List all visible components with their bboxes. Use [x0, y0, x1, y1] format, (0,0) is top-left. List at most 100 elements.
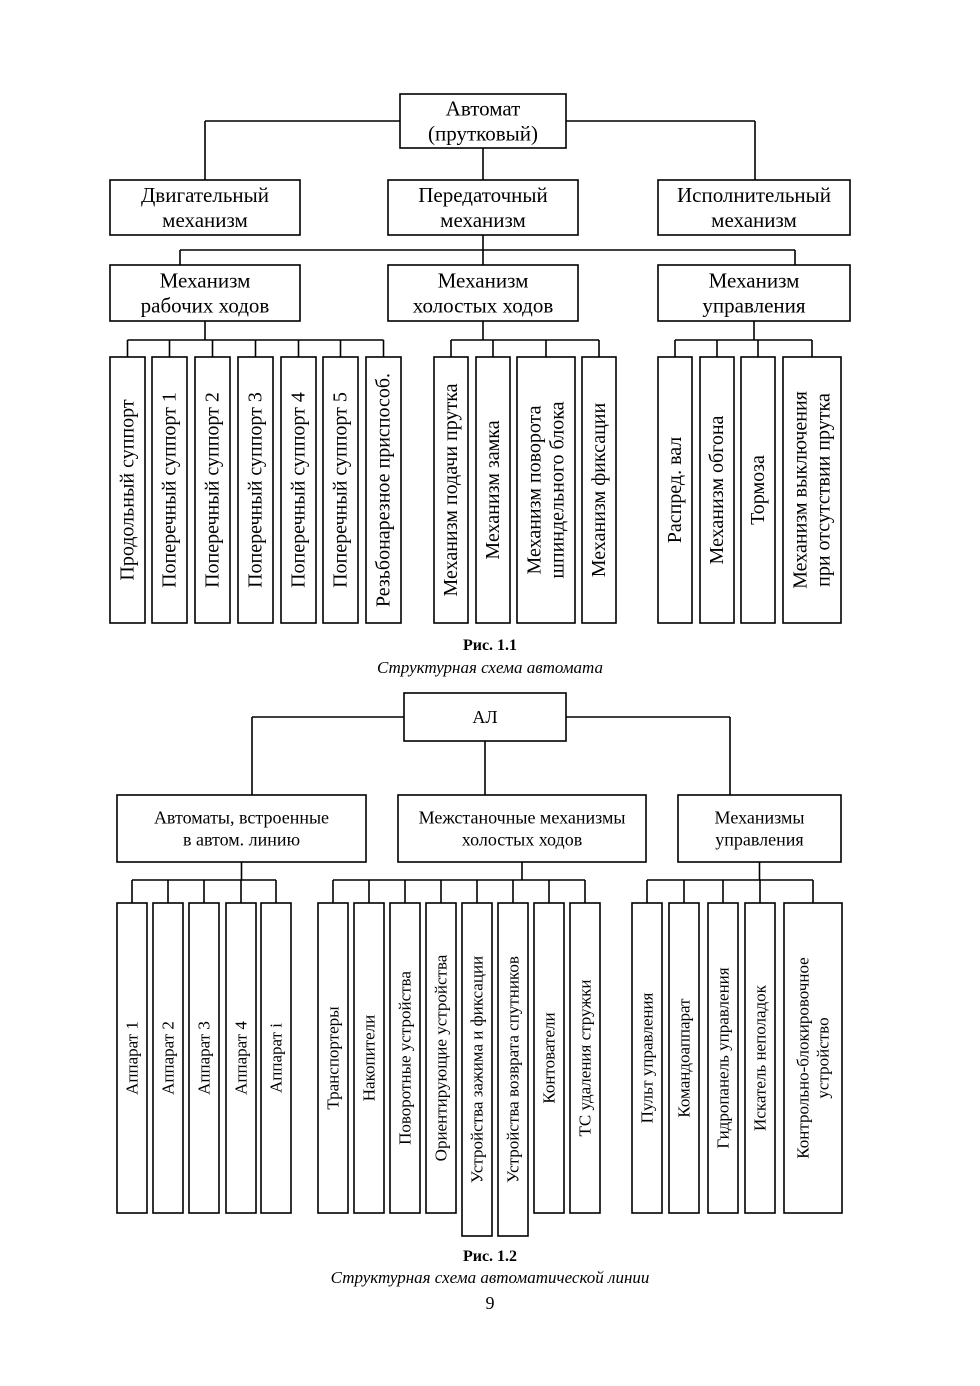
- fig2-leaf-label: Накопители: [360, 1015, 379, 1101]
- fig1-level2-node-label: рабочих ходов: [141, 294, 270, 318]
- fig1-leaf-label: Механизм поворота: [524, 405, 546, 574]
- fig2-leaf-label: Аппарат 2: [159, 1021, 178, 1095]
- figure-2-caption: Структурная схема автоматической линии: [330, 1268, 650, 1287]
- fig2-leaf-box: [668, 902, 700, 1214]
- fig2-level1-node-label: холостых ходов: [462, 829, 582, 849]
- fig1-level1-node-label: механизм: [162, 208, 248, 232]
- fig1-leaf-label: при отсутствии прутка: [813, 393, 835, 587]
- figure-1-caption: Структурная схема автомата: [376, 658, 604, 677]
- fig1-leaf-box: [109, 356, 146, 624]
- fig2-leaf-box: [783, 902, 843, 1214]
- fig1-level2-node-label: холостых ходов: [413, 294, 554, 318]
- fig1-leaf-box: [699, 356, 735, 624]
- fig2-leaf-box: [317, 902, 349, 1214]
- fig2-leaf-label: Ориентирующие устройства: [432, 954, 451, 1161]
- fig2-leaf-label: Искатель неполадок: [751, 984, 770, 1131]
- fig2-leaf-label: Поворотные устройства: [396, 971, 415, 1145]
- fig2-leaf-label: Аппарат i: [267, 1023, 286, 1093]
- fig1-level2-node-box: [109, 264, 301, 322]
- figure-1-diagram: Автомат(прутковый)ДвигательныймеханизмПе…: [109, 93, 851, 624]
- fig1-leaf-label: Поперечный суппорт 2: [202, 392, 224, 588]
- fig2-leaf-box: [389, 902, 421, 1214]
- fig2-leaf-label: Командоаппарат: [675, 998, 694, 1118]
- fig1-leaf-label: Тормоза: [747, 455, 769, 525]
- fig1-leaf-label: Механизм выключения: [790, 391, 812, 589]
- fig1-leaf-label: Поперечный суппорт 1: [159, 392, 181, 588]
- fig2-level1-node-label: Межстаночные механизмы: [419, 808, 626, 828]
- fig2-level1-node-label: Автоматы, встроенные: [154, 808, 329, 828]
- fig2-leaf-label: Контователи: [540, 1012, 559, 1103]
- fig1-level2-node-box: [657, 264, 851, 322]
- fig1-leaf-box: [365, 356, 402, 624]
- fig1-level1-node-box: [657, 179, 851, 236]
- fig1-leaf-box: [782, 356, 842, 624]
- fig2-leaf-label: Транспортеры: [324, 1006, 343, 1110]
- fig1-level1-node-label: Двигательный: [141, 183, 269, 207]
- fig1-level2-node-label: Механизм: [160, 268, 251, 292]
- fig1-level2-node-box: [387, 264, 579, 322]
- fig1-leaf-box: [433, 356, 469, 624]
- fig1-leaf-label: Продольный суппорт: [117, 399, 139, 580]
- fig1-leaf-label: Механизм фиксации: [588, 403, 610, 578]
- fig2-leaf-label: устройство: [813, 1017, 832, 1098]
- fig1-leaf-box: [740, 356, 776, 624]
- fig2-leaf-box: [225, 902, 257, 1214]
- fig2-leaf-box: [116, 902, 148, 1214]
- fig2-leaf-label: Устройства зажима и фиксации: [468, 956, 487, 1183]
- fig2-leaf-box: [188, 902, 220, 1214]
- fig1-leaf-box: [151, 356, 188, 624]
- fig2-leaf-label: Устройства возврата спутников: [504, 956, 523, 1183]
- fig1-leaf-box: [237, 356, 274, 624]
- fig1-level2-node-label: управления: [702, 294, 805, 318]
- fig2-leaf-box: [707, 902, 739, 1214]
- fig1-leaf-box: [322, 356, 359, 624]
- fig1-leaf-box: [657, 356, 693, 624]
- fig2-level1-node-box: [397, 794, 647, 863]
- fig1-leaf-label: Распред. вал: [664, 437, 686, 544]
- fig2-level1-node-box: [677, 794, 842, 863]
- fig1-leaf-label: шпиндельного блока: [547, 401, 569, 578]
- fig1-leaf-box: [581, 356, 617, 624]
- fig2-level1-node-box: [116, 794, 367, 863]
- fig1-level1-node-box: [109, 179, 301, 236]
- fig1-leaf-label: Резьбонарезное приспособ.: [373, 373, 395, 607]
- fig2-leaf-box: [353, 902, 385, 1214]
- fig1-leaf-box: [475, 356, 511, 624]
- fig1-level1-node-label: Передаточный: [418, 183, 548, 207]
- fig1-leaf-label: Поперечный суппорт 5: [330, 392, 352, 588]
- fig2-leaf-box: [744, 902, 776, 1214]
- fig2-root-label: АЛ: [472, 707, 497, 727]
- fig1-root-box: [399, 93, 567, 149]
- fig2-leaf-box: [631, 902, 663, 1214]
- fig2-leaf-label: Гидропанель управления: [714, 967, 733, 1148]
- fig1-level2-node-label: Механизм: [438, 268, 529, 292]
- page-number: 9: [485, 1293, 495, 1313]
- fig1-level2-node-label: Механизм: [709, 268, 800, 292]
- fig1-root-label: Автомат: [446, 96, 521, 120]
- fig1-leaf-box: [194, 356, 231, 624]
- fig2-leaf-box: [533, 902, 565, 1214]
- fig2-leaf-box: [497, 902, 529, 1237]
- fig1-level1-node-box: [387, 179, 579, 236]
- fig2-leaf-label: Контрольно-блокировочное: [794, 957, 813, 1158]
- fig2-leaf-box: [152, 902, 184, 1214]
- fig1-leaf-label: Механизм обгона: [706, 415, 728, 564]
- fig2-leaf-label: ТС удаления стружки: [576, 980, 595, 1137]
- figure-2-number: Рис. 1.2: [462, 1248, 518, 1265]
- fig2-leaf-label: Аппарат 4: [232, 1021, 251, 1095]
- fig1-leaf-box: [280, 356, 317, 624]
- fig1-level1-node-label: Исполнительный: [677, 183, 831, 207]
- fig2-leaf-box: [461, 902, 493, 1237]
- fig2-leaf-box: [425, 902, 457, 1214]
- fig2-root-box: [403, 692, 567, 742]
- fig1-leaf-label: Механизм замка: [482, 420, 504, 559]
- fig1-leaf-label: Поперечный суппорт 3: [245, 392, 267, 588]
- fig1-level1-node-label: механизм: [711, 208, 797, 232]
- fig1-leaf-label: Механизм подачи прутка: [440, 383, 462, 596]
- fig1-root-label: (прутковый): [428, 122, 538, 146]
- fig2-leaf-label: Пульт управления: [638, 992, 657, 1123]
- fig1-leaf-box: [516, 356, 576, 624]
- fig2-level1-node-label: Механизмы: [715, 808, 805, 828]
- fig1-level1-node-label: механизм: [440, 208, 526, 232]
